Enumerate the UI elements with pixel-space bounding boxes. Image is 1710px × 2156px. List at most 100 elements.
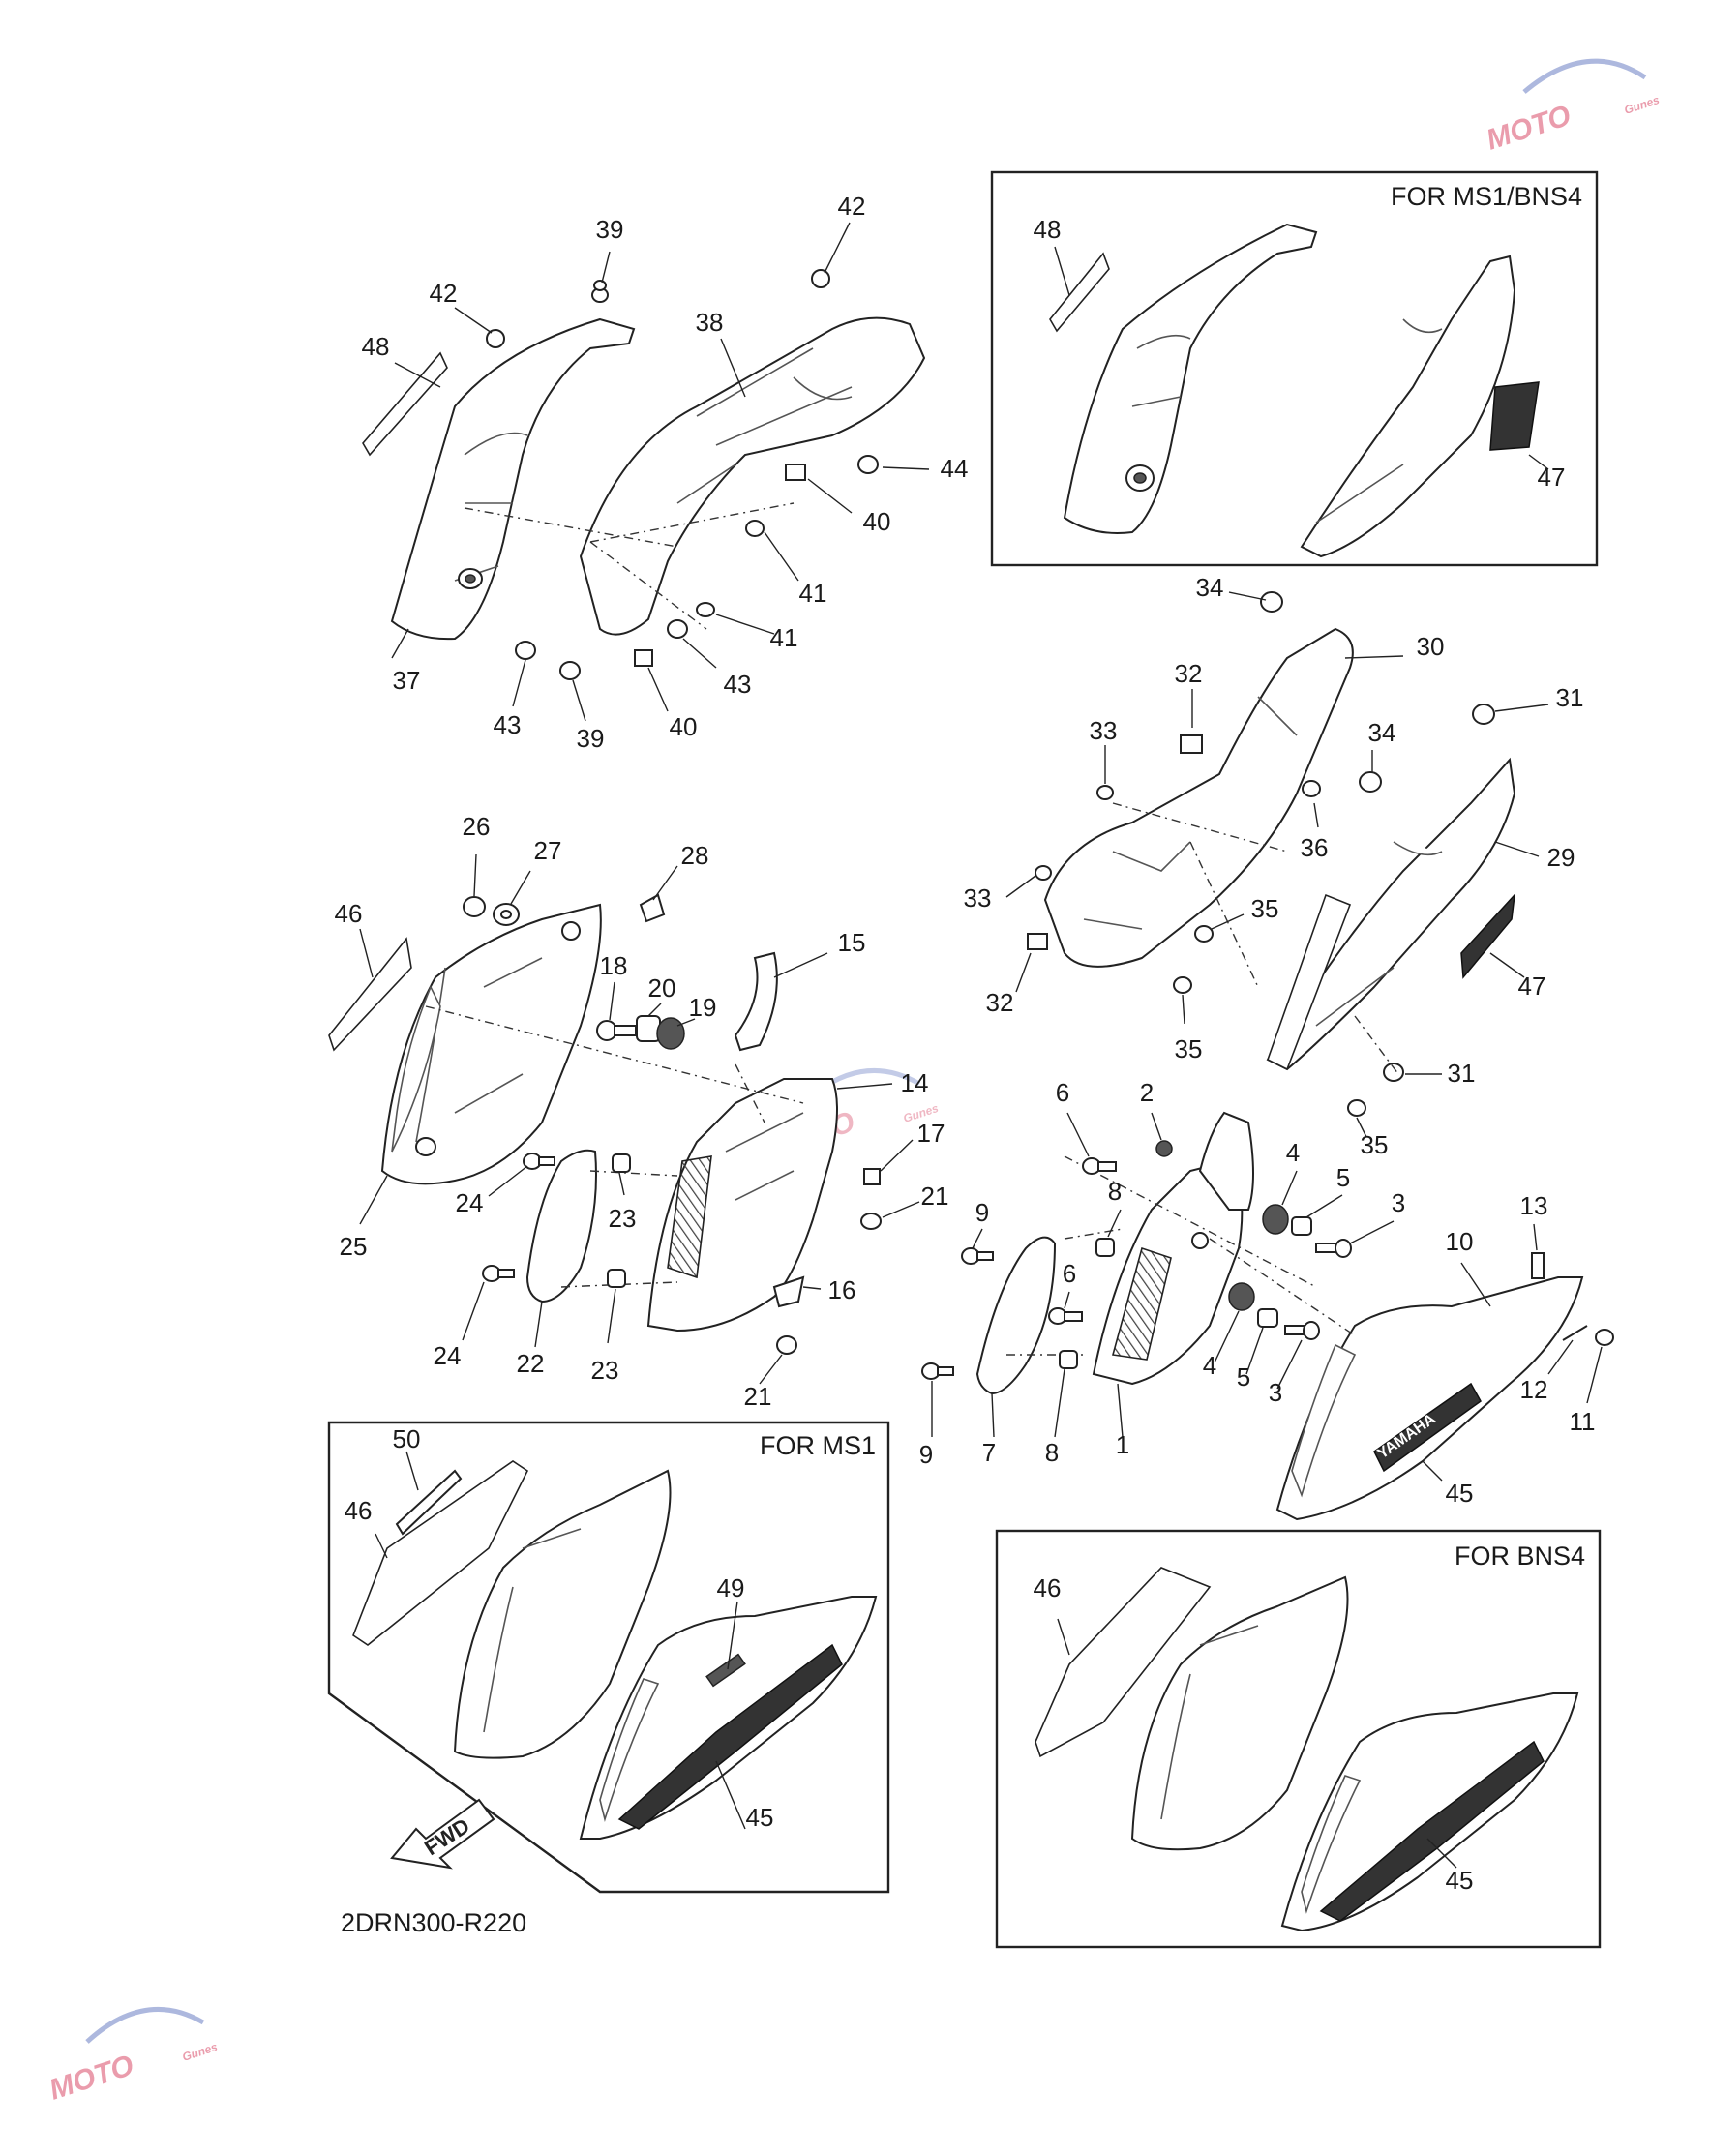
label-35: 35 xyxy=(1175,1034,1203,1063)
label-40: 40 xyxy=(670,712,698,741)
label-9: 9 xyxy=(975,1198,989,1227)
label-35: 35 xyxy=(1251,894,1279,923)
collar-23-bottom xyxy=(607,1269,626,1288)
label-6: 6 xyxy=(1063,1259,1076,1288)
label-42: 42 xyxy=(838,192,866,221)
ms1-bns4-cover-right xyxy=(1300,255,1540,558)
label-47: 47 xyxy=(1538,463,1566,492)
rear-cover-30 xyxy=(1043,627,1354,968)
rear-frame-cover-30-group xyxy=(1027,591,1354,994)
bns4-panel-right xyxy=(1280,1692,1579,1932)
pin-12 xyxy=(1562,1325,1588,1341)
side-cover-37-group xyxy=(362,317,636,641)
bolt-6-top xyxy=(1082,1157,1117,1175)
label-21: 21 xyxy=(744,1382,772,1411)
label-46: 46 xyxy=(335,899,363,928)
label-33: 33 xyxy=(964,883,992,913)
label-39: 39 xyxy=(596,215,624,244)
label-13: 13 xyxy=(1520,1191,1548,1220)
label-43: 43 xyxy=(724,670,752,699)
screw-24-bottom xyxy=(482,1265,515,1282)
side-panel-10-group: YAMAHA xyxy=(1275,1276,1584,1521)
label-45: 45 xyxy=(746,1803,774,1832)
label-19: 19 xyxy=(689,993,717,1022)
guard-7 xyxy=(975,1236,1057,1395)
decal-48-box xyxy=(1049,252,1110,333)
nut-17 xyxy=(863,1168,881,1185)
label-7: 7 xyxy=(982,1438,996,1467)
watermark-logo-top: MOTO Gunes xyxy=(1483,58,1662,157)
stone-guard-7-group xyxy=(975,1236,1057,1395)
label-39: 39 xyxy=(577,724,605,753)
ms1-panel-left xyxy=(352,1460,672,1759)
decal-46 xyxy=(328,937,412,1052)
grommet-4-top xyxy=(1262,1204,1289,1235)
label-43: 43 xyxy=(494,710,522,739)
label-3: 3 xyxy=(1269,1378,1282,1407)
svg-text:Gunes: Gunes xyxy=(1623,93,1662,117)
label-24: 24 xyxy=(456,1188,484,1217)
emblem-49 xyxy=(705,1653,746,1688)
label-8: 8 xyxy=(1108,1177,1122,1206)
label-45: 45 xyxy=(1446,1866,1474,1895)
side-cover-29-group xyxy=(1266,704,1516,1117)
label-6: 6 xyxy=(1056,1078,1069,1107)
ms1-bns4-cover-left xyxy=(1049,223,1318,534)
fastener-34-top xyxy=(1260,591,1283,613)
label-12: 12 xyxy=(1520,1375,1548,1404)
label-25: 25 xyxy=(340,1232,368,1261)
label-37: 37 xyxy=(393,666,421,695)
collar-23-top xyxy=(612,1153,631,1173)
label-10: 10 xyxy=(1446,1227,1474,1256)
label-46: 46 xyxy=(1034,1573,1062,1602)
stone-guard-22-group xyxy=(525,1149,597,1303)
bns4-panel-left xyxy=(1035,1567,1349,1851)
label-40: 40 xyxy=(863,507,891,536)
label-35: 35 xyxy=(1361,1130,1389,1159)
yamaha-graphic-panel xyxy=(1373,1382,1482,1473)
label-42: 42 xyxy=(430,279,458,308)
label-41: 41 xyxy=(770,623,798,652)
fastener-34-right xyxy=(1359,771,1382,793)
side-panel-25-group xyxy=(328,903,602,1185)
nut-2 xyxy=(1155,1140,1173,1157)
fastener-31-top xyxy=(1472,704,1495,725)
fastener-43-left xyxy=(515,641,536,660)
decal-46-bns4 xyxy=(1035,1567,1212,1758)
label-1: 1 xyxy=(1116,1430,1129,1459)
label-34: 34 xyxy=(1368,718,1396,747)
fastener-39-top xyxy=(591,280,609,303)
fastener-36 xyxy=(1302,780,1321,797)
clip-32-bottom xyxy=(1027,933,1048,950)
label-20: 20 xyxy=(648,973,676,1003)
label-31: 31 xyxy=(1448,1059,1476,1088)
label-5: 5 xyxy=(1336,1163,1350,1192)
fwd-arrow-icon: FWD xyxy=(390,1798,495,1870)
clip-32-top xyxy=(1180,734,1203,754)
decal-47 xyxy=(1460,892,1516,979)
part-number-labels: 39 42 42 38 48 44 40 41 41 43 37 43 39 4… xyxy=(335,192,1596,1895)
label-47: 47 xyxy=(1518,972,1546,1001)
label-36: 36 xyxy=(1301,833,1329,862)
grommet-4-bottom xyxy=(1228,1282,1255,1311)
side-panel-25 xyxy=(380,903,602,1185)
label-49: 49 xyxy=(717,1573,745,1602)
bolt-18 xyxy=(596,1020,637,1041)
clip-28 xyxy=(639,893,666,923)
grommet-27 xyxy=(493,903,520,926)
decal-48 xyxy=(362,351,448,457)
label-15: 15 xyxy=(838,928,866,957)
label-28: 28 xyxy=(681,841,709,870)
label-33: 33 xyxy=(1090,716,1118,745)
label-3: 3 xyxy=(1392,1188,1405,1217)
bolt-3-top xyxy=(1315,1239,1352,1258)
emblem-50 xyxy=(395,1469,463,1536)
box-ms1-frame xyxy=(327,1421,890,1894)
clip-40-upper xyxy=(785,464,806,481)
collar-20 xyxy=(636,1015,661,1042)
label-29: 29 xyxy=(1547,843,1575,872)
label-23: 23 xyxy=(591,1356,619,1385)
washer-33-bottom xyxy=(1035,865,1052,881)
washer-41-lower xyxy=(696,602,715,617)
fastener-35-a xyxy=(1194,925,1214,943)
